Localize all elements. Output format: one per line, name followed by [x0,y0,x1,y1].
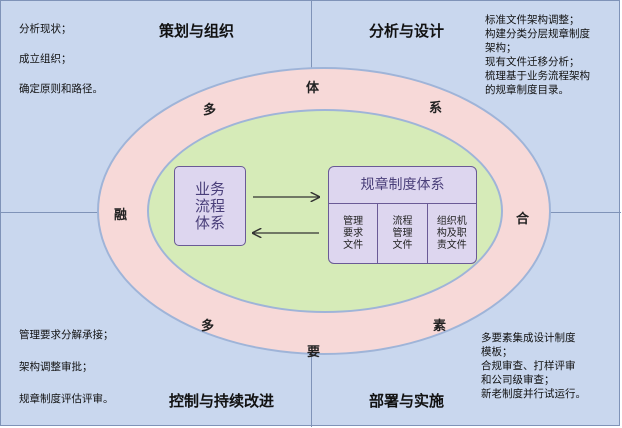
control-item: 规章制度评估评审。 [19,393,114,405]
ring-char-rong: 融 [114,208,128,223]
ring-char-xi: 系 [429,101,443,116]
planning-item: 分析现状； [19,23,72,35]
regulation-cell-organization: 组织机 构及职 责文件 [426,204,476,263]
ring-char-ti: 体 [306,81,320,96]
deploy-text: 多要素集成设计制度 模板； 合规审查、打样评审 和公司级审查； 新老制度并行试运… [481,332,586,400]
regulation-system-title: 规章制度体系 [329,167,476,204]
control-items: 管理要求分解承接； 架构调整审批； 规章制度评估评审。 [19,327,114,406]
regulation-cell-process: 流程 管理 文件 [377,204,426,263]
control-item: 管理要求分解承接； [19,329,114,341]
analysis-text: 标准文件架构调整； 构建分类分层规章制度 架构； 现有文件迁移分析； 梳理基于业… [485,14,590,96]
business-process-label: 业务 流程 体系 [194,179,225,232]
ring-char-duo-bottom: 多 [201,319,215,334]
deploy-title: 部署与实施 [369,392,445,410]
ring-char-su: 素 [433,319,447,334]
planning-item: 确定原则和路径。 [19,83,103,95]
control-title: 控制与持续改进 [169,392,275,410]
control-item: 架构调整审批； [19,361,93,373]
business-process-box: 业务 流程 体系 [174,166,246,246]
planning-title: 策划与组织 [159,22,235,40]
planning-items: 分析现状； 成立组织； 确定原则和路径。 [19,21,103,96]
ring-char-he: 合 [516,212,530,227]
ring-char-duo-top: 多 [203,103,217,118]
analysis-title: 分析与设计 [369,22,445,40]
regulation-system-box: 规章制度体系 管理 要求 文件 流程 管理 文件 组织机 构及职 责文件 [328,166,477,264]
ring-char-yao: 要 [307,345,321,360]
regulation-cell-management: 管理 要求 文件 [343,216,364,251]
regulation-cells: 管理 要求 文件 流程 管理 文件 组织机 构及职 责文件 [329,204,476,263]
planning-item: 成立组织； [19,53,72,65]
